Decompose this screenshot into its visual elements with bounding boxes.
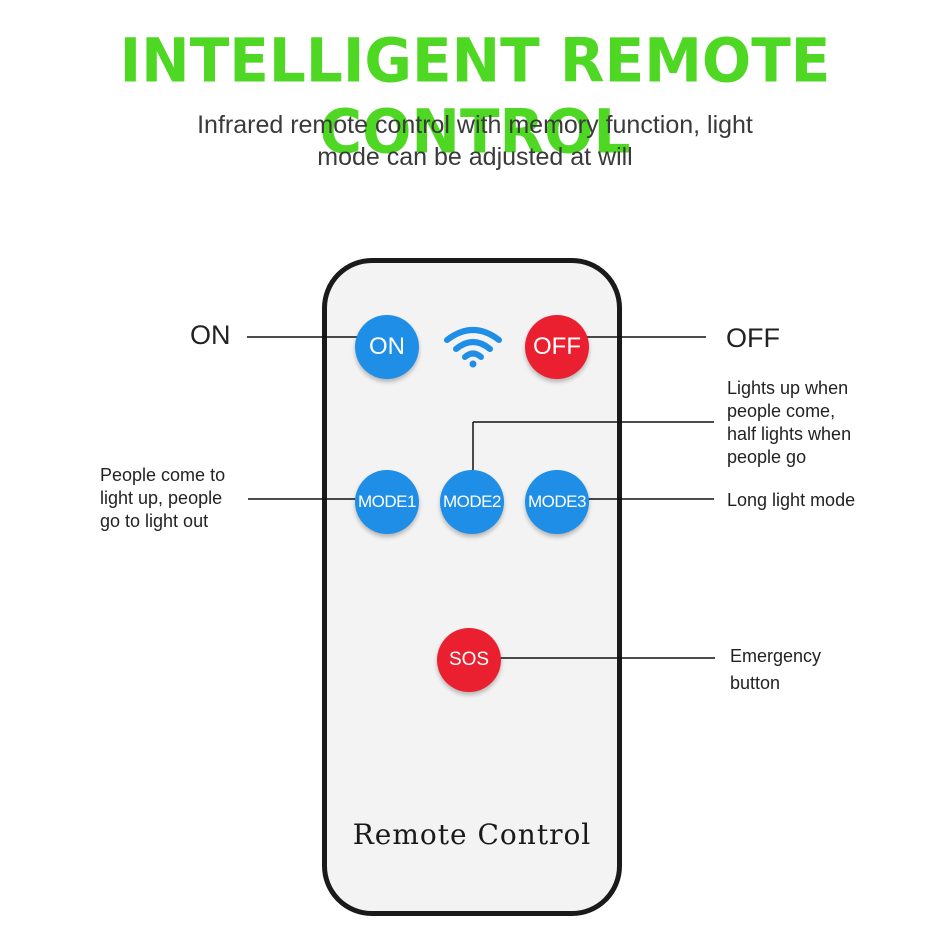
callout-off: OFF (726, 323, 780, 353)
remote-brand-label: Remote Control (352, 818, 592, 851)
callout-mode3: Long light mode (727, 490, 856, 510)
callout-sos-line: Emergency (730, 646, 822, 666)
callout-sos-line: button (730, 673, 781, 693)
mode2-button[interactable]: MODE2 (440, 470, 504, 534)
callout-mode2: Lights up when people come, half lights … (727, 377, 851, 469)
subtitle-line-1: Infrared remote control with memory func… (197, 111, 753, 139)
callout-on: ON (190, 320, 231, 350)
callout-mode1-line: go to light out (100, 511, 209, 531)
callout-sos: Emergency button (730, 643, 821, 697)
callout-mode2-line: people come, (727, 401, 836, 421)
callout-mode1-line: People come to (100, 465, 226, 485)
callout-mode2-line: half lights when (727, 424, 852, 444)
sos-button[interactable]: SOS (437, 628, 501, 692)
mode3-button[interactable]: MODE3 (525, 470, 589, 534)
wifi-signal-icon (444, 327, 502, 368)
on-button[interactable]: ON (355, 315, 419, 379)
callout-mode1: People come to light up, people go to li… (100, 464, 225, 533)
subtitle-line-2: mode can be adjusted at will (317, 143, 633, 171)
callout-mode1-line: light up, people (100, 488, 223, 508)
callout-mode2-line: Lights up when (727, 378, 849, 398)
off-button[interactable]: OFF (525, 315, 589, 379)
page-title: INTELLIGENT REMOTE CONTROL (119, 24, 831, 168)
callout-mode2-line: people go (727, 447, 807, 467)
mode1-button[interactable]: MODE1 (355, 470, 419, 534)
